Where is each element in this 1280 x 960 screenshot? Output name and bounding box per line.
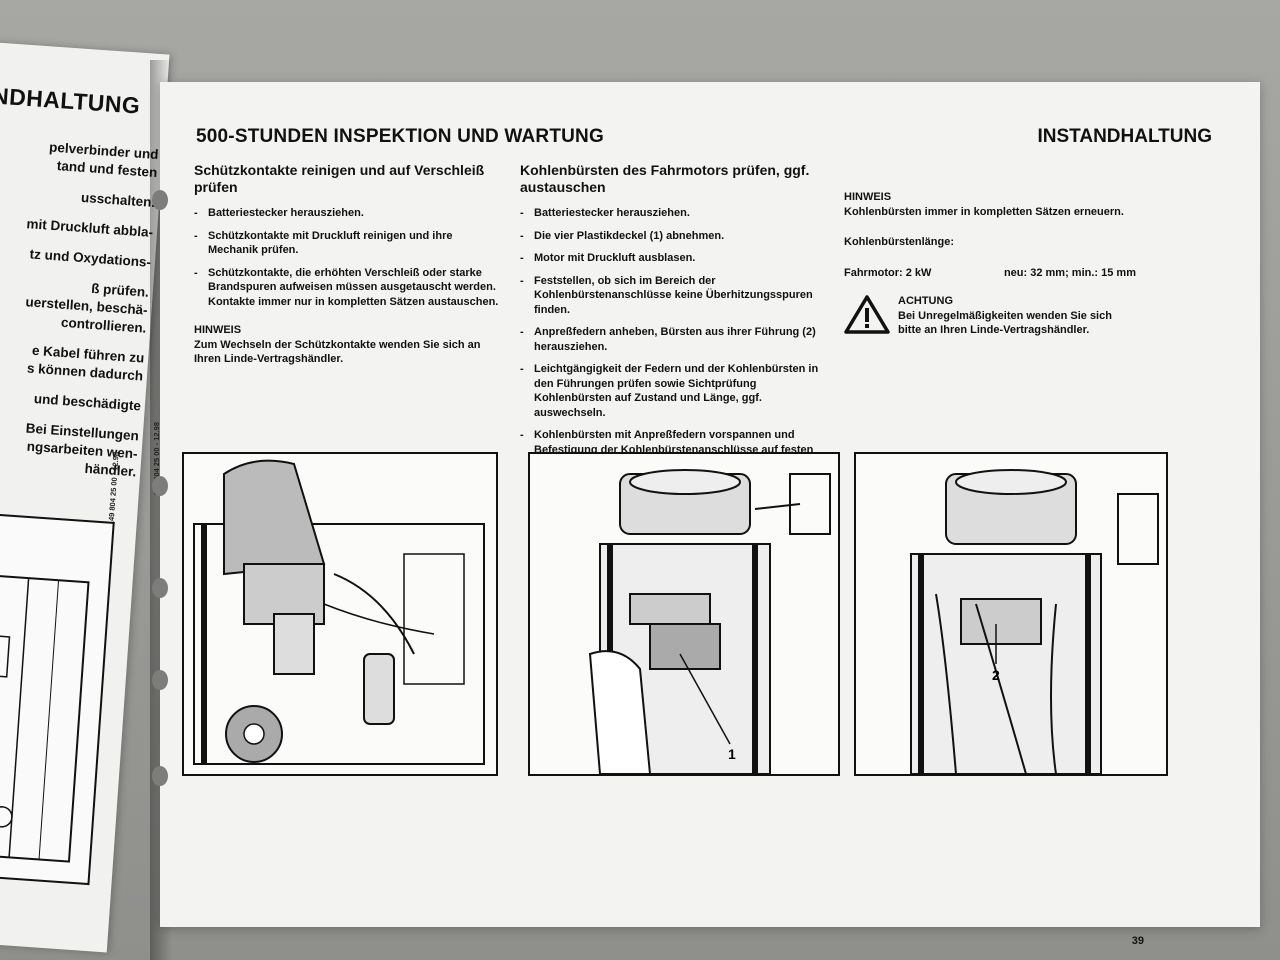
- list-item: Feststellen, ob sich im Bereich der Kohl…: [520, 274, 820, 318]
- figure-carbon-brush-illustration: 2: [854, 452, 1168, 776]
- column-heading: Schützkontakte reinigen und auf Verschle…: [194, 162, 485, 195]
- figure-callout-2: 2: [992, 667, 1000, 683]
- motor-spec-row: Fahrmotor: 2 kW neu: 32 mm; min.: 15 mm: [844, 266, 1136, 281]
- list-item: Batteriestecker herausziehen.: [194, 206, 502, 221]
- binder-hole: [152, 670, 168, 690]
- instruction-list: Batteriestecker herausziehen. Schützkont…: [194, 206, 502, 309]
- list-item: Batteriestecker herausziehen.: [520, 206, 820, 221]
- binder-hole: [152, 578, 168, 598]
- page-chapter-title: INSTANDHALTUNG: [1037, 126, 1213, 147]
- figure-contactor-illustration: [182, 452, 498, 776]
- binder-hole: [152, 476, 168, 496]
- left-page-illustration: [0, 511, 115, 886]
- note-text: Zum Wechseln der Schützkontakte wenden S…: [194, 338, 481, 366]
- manual-page: 500-STUNDEN INSPEKTION UND WARTUNG INSTA…: [152, 82, 1260, 947]
- column-brushes: Kohlenbürsten des Fahrmotors prüfen, ggf…: [520, 162, 820, 480]
- note-title: HINWEIS: [194, 324, 242, 336]
- column-heading: Kohlenbürsten des Fahrmotors prüfen, ggf…: [520, 162, 810, 195]
- column-notes: HINWEIS Kohlenbürsten immer in komplette…: [844, 162, 1144, 338]
- left-page: NDHALTUNG pelverbinder und tand und fest…: [0, 40, 170, 953]
- page-header: 500-STUNDEN INSPEKTION UND WARTUNG INSTA…: [196, 126, 1212, 156]
- binder-hole: [152, 766, 168, 786]
- list-item: Leichtgängigkeit der Federn und der Kohl…: [520, 362, 820, 420]
- binder-hole: [152, 190, 168, 210]
- warning-block: ACHTUNG Bei Unregelmäßigkeiten wenden Si…: [844, 294, 1144, 338]
- figure-callout-1: 1: [728, 746, 736, 762]
- figure-motor-cover-illustration: 1: [528, 452, 840, 776]
- warning-text-block: ACHTUNG Bei Unregelmäßigkeiten wenden Si…: [898, 294, 1138, 338]
- list-item: Schützkontakte mit Druckluft reinigen un…: [194, 229, 502, 258]
- page-number: 39: [1131, 935, 1144, 947]
- motor-label: Fahrmotor: 2 kW: [844, 266, 932, 279]
- list-item-extra: Kontakte immer nur in kompletten Sätzen …: [208, 295, 499, 308]
- warning-text: Bei Unregelmäßigkeiten wenden Sie sich b…: [898, 309, 1112, 337]
- note-text: Kohlenbürsten immer in kompletten Sätzen…: [844, 205, 1124, 218]
- brush-length-label: Kohlenbürstenlänge:: [844, 236, 955, 248]
- list-item: Anpreßfedern anheben, Bürsten aus ihrer …: [520, 325, 820, 354]
- page-section-title: 500-STUNDEN INSPEKTION UND WARTUNG: [196, 126, 604, 147]
- motor-values: neu: 32 mm; min.: 15 mm: [1003, 266, 1136, 279]
- left-page-text: pelverbinder und tand und festen usschal…: [0, 134, 159, 481]
- warning-triangle-icon: [844, 295, 890, 334]
- list-item: Die vier Plastikdeckel (1) abnehmen.: [520, 229, 820, 244]
- left-page-title: NDHALTUNG: [0, 82, 142, 119]
- note-title: HINWEIS: [844, 191, 892, 203]
- list-item: Schützkontakte, die erhöhten Verschleiß …: [194, 266, 502, 310]
- warning-title: ACHTUNG: [898, 295, 953, 307]
- list-item: Motor mit Druckluft ausblasen.: [520, 251, 820, 266]
- column-contacts: Schützkontakte reinigen und auf Verschle…: [194, 162, 502, 367]
- instruction-list: Batteriestecker herausziehen. Die vier P…: [520, 206, 820, 472]
